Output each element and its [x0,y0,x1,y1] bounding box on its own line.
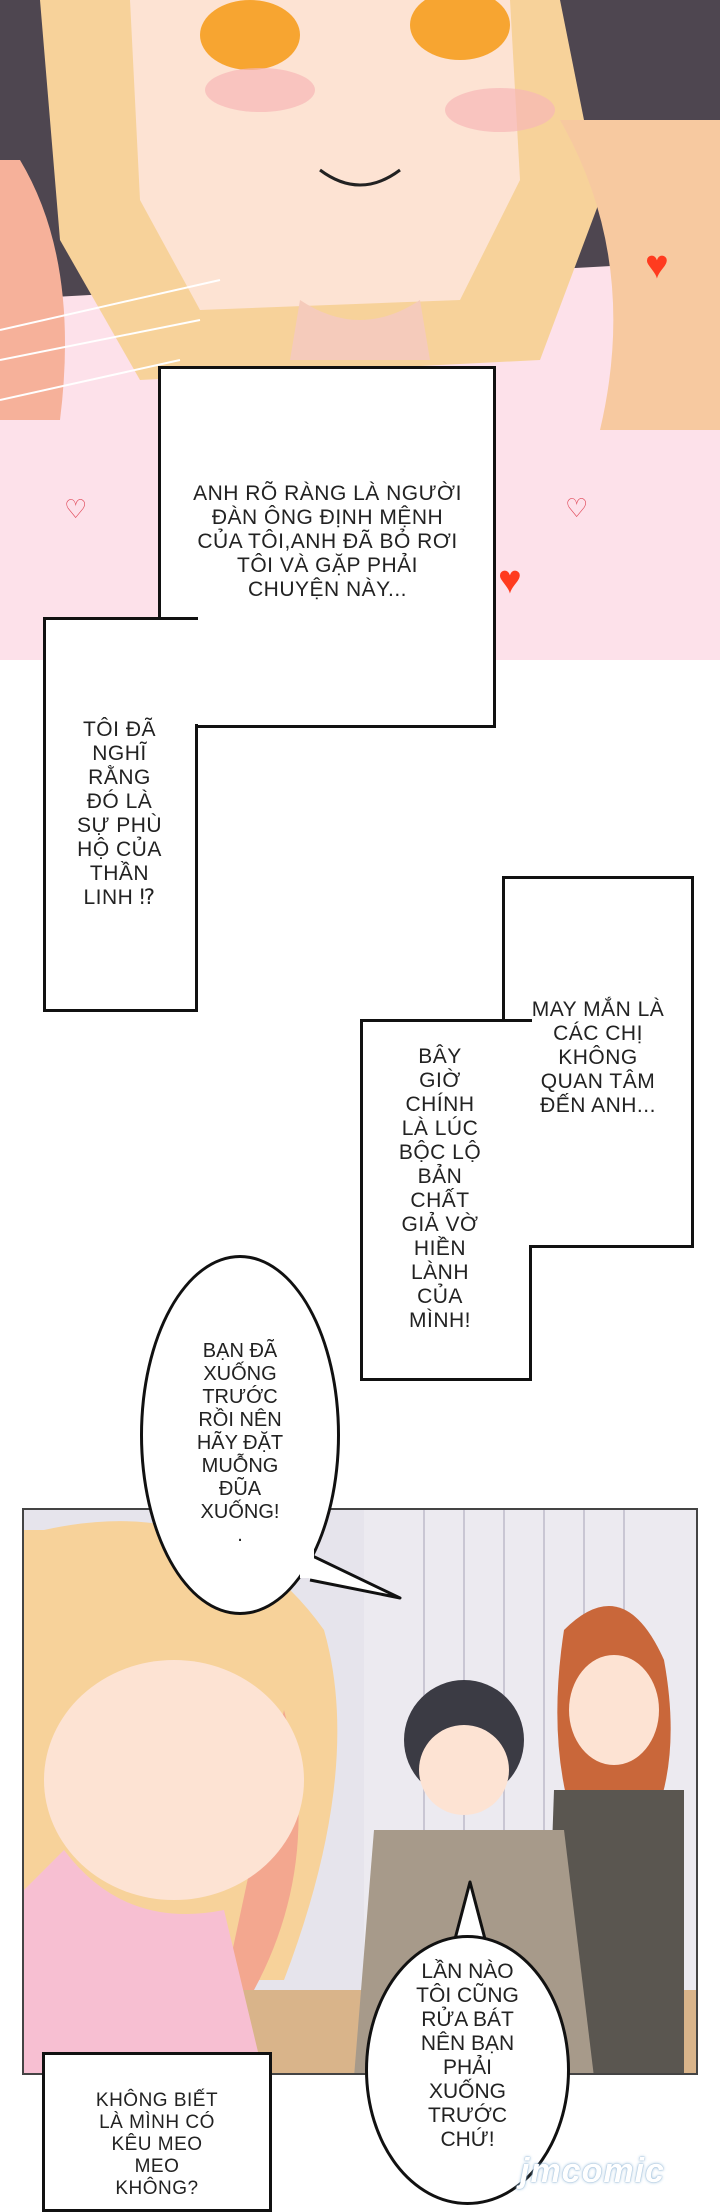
caption-text-4: BÂY GIỜ CHÍNH LÀ LÚC BỘC LỘ BẢN CHẤT GIẢ… [398,1045,482,1332]
speech-bubble-1 [140,1255,340,1615]
caption-box-joint [505,1022,535,1245]
speech-bubble-2 [365,1935,570,2205]
caption-box-5 [42,2052,272,2212]
heart-outline-icon: ♡ [565,493,589,523]
speech-bubble-1-text: BẠN ĐÃ XUỐNG TRƯỚC RỒI NÊN HÃY ĐẶT MUỖNG… [196,1340,284,1546]
heart-icon: ♥ [645,243,669,287]
caption-box-1 [158,366,496,728]
watermark-logo: jmcomic [520,2152,665,2190]
heart-outline-icon: ♡ [64,494,88,524]
caption-box-1-edge [43,617,161,620]
heart-icon: ♥ [498,558,522,602]
caption-text-2: TÔI ĐÃ NGHĨ RẰNG ĐÓ LÀ SỰ PHÙ HỘ CỦA THẦ… [76,718,163,909]
speech-bubble-1-tail [300,1540,402,1600]
speech-bubble-2-text: LẦN NÀO TÔI CŨNG RỬA BÁT NÊN BẠN PHẢI XU… [416,1960,519,2151]
caption-box-1-joint2 [46,620,176,724]
caption-text-5: KHÔNG BIẾT LÀ MÌNH CÓ KÊU MEO MEO KHÔNG? [95,2090,219,2199]
caption-text-3: MAY MẮN LÀ CÁC CHỊ KHÔNG QUAN TÂM ĐẾN AN… [531,998,665,1117]
caption-box-3 [360,1019,532,1381]
caption-text-1: ANH RÕ RÀNG LÀ NGƯỜI ĐÀN ÔNG ĐỊNH MỆNH C… [193,482,462,601]
